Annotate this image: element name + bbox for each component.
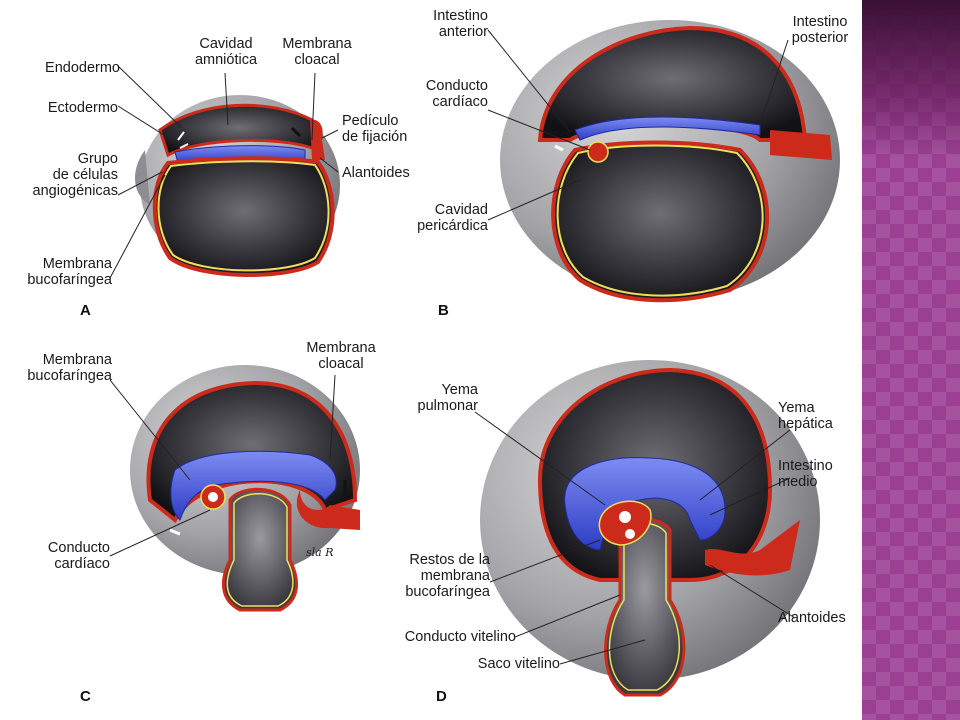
label-d-conducto-vitelino: Conducto vitelino bbox=[404, 629, 516, 645]
label-a-membrana-cloacal: Membrana cloacal bbox=[282, 36, 352, 68]
panel-c-yolk-sac bbox=[221, 487, 299, 612]
panel-a-drawing bbox=[134, 95, 340, 278]
panel-letter-d: D bbox=[436, 688, 447, 705]
leader-lines bbox=[109, 29, 796, 665]
panel-letter-a: A bbox=[80, 302, 91, 319]
panel-letter-b: B bbox=[438, 302, 449, 319]
panel-d-drawing bbox=[480, 360, 820, 697]
label-d-yema-pulmonar: Yema pulmonar bbox=[417, 382, 478, 414]
label-a-pediculo: Pedículo de fijación bbox=[342, 113, 408, 145]
label-a-endodermo: Endodermo bbox=[45, 60, 120, 76]
panel-c-mesoderm bbox=[170, 450, 337, 521]
embryo-folding-diagram bbox=[109, 20, 840, 697]
panel-a-connecting-stalk bbox=[310, 119, 325, 160]
label-d-alantoides: Alantoides bbox=[778, 610, 846, 626]
diagram-canvas: Endodermo Ectodermo Grupo de células ang… bbox=[27, 8, 849, 705]
label-c-conducto-cardiaco: Conducto cardíaco bbox=[47, 540, 110, 572]
label-d-restos-membrana: Restos de la membrana bucofaríngea bbox=[405, 552, 490, 600]
label-a-cavidad-amniotica: Cavidad amniótica bbox=[194, 36, 258, 68]
label-b-intestino-anterior: Intestino anterior bbox=[433, 8, 488, 40]
panel-d-allantois bbox=[705, 520, 800, 576]
panel-b-connecting-stalk bbox=[770, 130, 832, 160]
label-d-yema-hepatica: Yema hepática bbox=[778, 400, 833, 432]
panel-b-yolk-sac bbox=[551, 140, 770, 303]
panel-letter-c: C bbox=[80, 688, 91, 705]
label-c-membrana-bucofaringea: Membrana bucofaríngea bbox=[27, 352, 112, 384]
label-d-saco-vitelino: Saco vitelino bbox=[477, 656, 560, 672]
panel-c-drawing bbox=[130, 365, 360, 612]
label-a-alantoides: Alantoides bbox=[342, 165, 410, 181]
panel-b-heart-tube bbox=[587, 141, 609, 163]
panel-b-drawing bbox=[500, 20, 840, 303]
label-c-membrana-cloacal: Membrana cloacal bbox=[306, 340, 376, 372]
signature-c: sla R bbox=[306, 546, 334, 559]
label-d-intestino-medio: Intestino medio bbox=[778, 458, 833, 490]
label-a-membrana-bucofaringea: Membrana bucofaríngea bbox=[27, 256, 112, 288]
label-b-conducto-cardiaco: Conducto cardíaco bbox=[425, 78, 488, 110]
label-a-grupo: Grupo de células angiogénicas bbox=[32, 151, 118, 199]
panel-b-mesoderm bbox=[574, 116, 761, 141]
label-a-ectodermo: Ectodermo bbox=[47, 100, 118, 116]
label-b-cavidad-pericardica: Cavidad pericárdica bbox=[417, 202, 488, 234]
panel-c-connecting-stalk bbox=[296, 490, 360, 530]
panel-d-heart bbox=[598, 500, 652, 546]
panel-a-yolk-sac bbox=[152, 156, 335, 278]
label-b-intestino-posterior: Intestino posterior bbox=[791, 14, 849, 46]
slide-side-decoration-top bbox=[862, 0, 960, 160]
